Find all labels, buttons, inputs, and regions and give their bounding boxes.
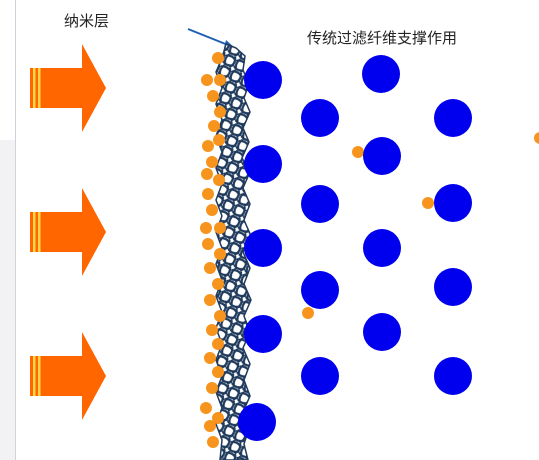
particle-icon: [204, 420, 216, 432]
fiber-cross-section-icon: [244, 315, 282, 353]
particle-icon: [208, 120, 220, 132]
particle-icon: [212, 366, 224, 378]
fiber-cross-section-icon: [363, 229, 401, 267]
particle-icon: [201, 74, 213, 86]
fiber-cross-section-icon: [434, 99, 472, 137]
fiber-dots: [238, 55, 472, 441]
particle-icon: [204, 262, 216, 274]
fiber-cross-section-icon: [363, 313, 401, 351]
particle-icon: [206, 156, 218, 168]
particle-icon: [214, 106, 226, 118]
fiber-cross-section-icon: [434, 268, 472, 306]
particle-icon: [200, 402, 212, 414]
particle-icon: [213, 174, 225, 186]
nanolayer-label: 纳米层: [64, 12, 110, 30]
particle-icon: [206, 382, 218, 394]
fiber-cross-section-icon: [301, 271, 339, 309]
fiber-cross-section-icon: [244, 61, 282, 99]
flow-arrow-icon: [30, 44, 106, 132]
particle-icon: [214, 310, 226, 322]
flow-arrow-icon: [30, 332, 106, 420]
flow-arrows: [30, 44, 106, 420]
particle-icon: [204, 294, 216, 306]
particle-icon: [214, 74, 226, 86]
particle-icon: [214, 248, 226, 260]
particle-icon: [202, 140, 214, 152]
particle-icon: [214, 222, 226, 234]
particle-icon: [422, 197, 434, 209]
fiber-cross-section-icon: [363, 137, 401, 175]
fiber-cross-section-icon: [434, 184, 472, 222]
particle-icon: [302, 307, 314, 319]
flow-arrow-icon: [30, 188, 106, 276]
left-border-line: [15, 0, 16, 460]
particle-icon: [212, 412, 224, 424]
fiber-cross-section-icon: [244, 229, 282, 267]
particle-icon: [200, 222, 212, 234]
fiber-cross-section-icon: [301, 185, 339, 223]
fiber-cross-section-icon: [301, 99, 339, 137]
fiber-support-label: 传统过滤纤维支撑作用: [307, 29, 458, 47]
fiber-cross-section-icon: [362, 55, 400, 93]
fiber-cross-section-icon: [244, 145, 282, 183]
particle-icon: [207, 90, 219, 102]
particles: [200, 52, 539, 448]
particle-icon: [212, 52, 224, 64]
nanofiber-mesh-icon: [215, 42, 252, 460]
fiber-cross-section-icon: [238, 403, 276, 441]
particle-icon: [201, 168, 213, 180]
particle-icon: [206, 204, 218, 216]
particle-icon: [352, 146, 364, 158]
particle-icon: [202, 188, 214, 200]
particle-icon: [204, 352, 216, 364]
fiber-cross-section-icon: [434, 357, 472, 395]
particle-icon: [207, 436, 219, 448]
particle-icon: [212, 338, 224, 350]
left-panel-strip: [0, 140, 16, 460]
particle-icon: [206, 324, 218, 336]
particle-icon: [212, 278, 224, 290]
particle-icon: [202, 238, 214, 250]
particle-icon: [213, 134, 225, 146]
particle-icon: [534, 132, 539, 144]
fiber-cross-section-icon: [301, 357, 339, 395]
